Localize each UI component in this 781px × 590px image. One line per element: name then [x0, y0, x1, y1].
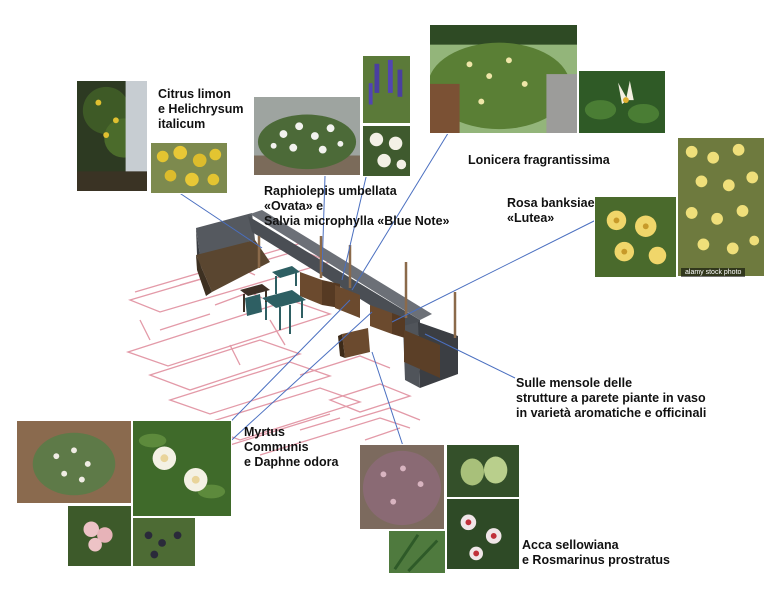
label-line: e Daphne odora — [244, 455, 339, 469]
photo-raphiolepis-flowers — [362, 125, 411, 177]
photo-myrtus-shrub — [16, 420, 132, 504]
photo-salvia — [362, 55, 411, 124]
photo-lonicera-hedge — [429, 24, 578, 134]
furniture — [240, 266, 306, 334]
label-line: Salvia microphylla «Blue Note» — [264, 214, 450, 228]
photo-rosa-banksiae-wall — [677, 137, 765, 277]
photo-daphne-leaves — [132, 517, 196, 567]
label-line: strutture a parete piante in vaso — [516, 391, 706, 405]
photo-helichrysum — [150, 142, 228, 194]
photo-daphne-pink — [67, 505, 132, 567]
photo-lonicera-flower — [578, 70, 666, 134]
photo-rosa-banksiae — [594, 196, 677, 278]
photo-rosmarinus-detail — [388, 530, 446, 574]
label-line: Acca sellowiana — [522, 538, 619, 552]
label-mensole: Sulle mensole delle strutture a parete p… — [516, 376, 706, 421]
label-line: Myrtus — [244, 425, 285, 439]
label-line: Rosa banksiae — [507, 196, 595, 210]
label-raphiolepis: Raphiolepis umbellata «Ovata» e Salvia m… — [264, 184, 450, 229]
label-lonicera: Lonicera fragrantissima — [468, 153, 610, 168]
photo-feijoa-fruit — [446, 444, 520, 498]
label-myrtus: Myrtus Communis e Daphne odora — [244, 425, 338, 470]
label-line: Sulle mensole delle — [516, 376, 633, 390]
watermark-text: alamy stock photo — [681, 268, 746, 277]
planters — [300, 272, 440, 378]
label-line: «Ovata» e — [264, 199, 324, 213]
photo-rosmarinus-shrub — [359, 444, 445, 530]
photo-citrus-tree — [76, 80, 148, 192]
label-line: Communis — [244, 440, 309, 454]
posts — [257, 236, 457, 338]
label-line: e Rosmarinus prostratus — [522, 553, 670, 567]
label-line: Lonicera fragrantissima — [468, 153, 610, 167]
label-acca: Acca sellowiana e Rosmarinus prostratus — [522, 538, 670, 568]
label-line: italicum — [158, 117, 206, 131]
photo-feijoa-flowers — [446, 498, 520, 570]
photo-myrtus-flowers — [132, 420, 232, 517]
label-line: «Lutea» — [507, 211, 555, 225]
label-rosa: Rosa banksiae «Lutea» — [507, 196, 595, 226]
label-line: Raphiolepis umbellata — [264, 184, 397, 198]
label-line: Citrus limon — [158, 87, 231, 101]
photo-raphiolepis — [253, 96, 361, 176]
label-line: e Helichrysum — [158, 102, 244, 116]
floor-plan — [125, 241, 421, 456]
label-line: in varietà aromatiche e officinali — [516, 406, 707, 420]
label-citrus: Citrus limon e Helichrysum italicum — [158, 87, 243, 132]
